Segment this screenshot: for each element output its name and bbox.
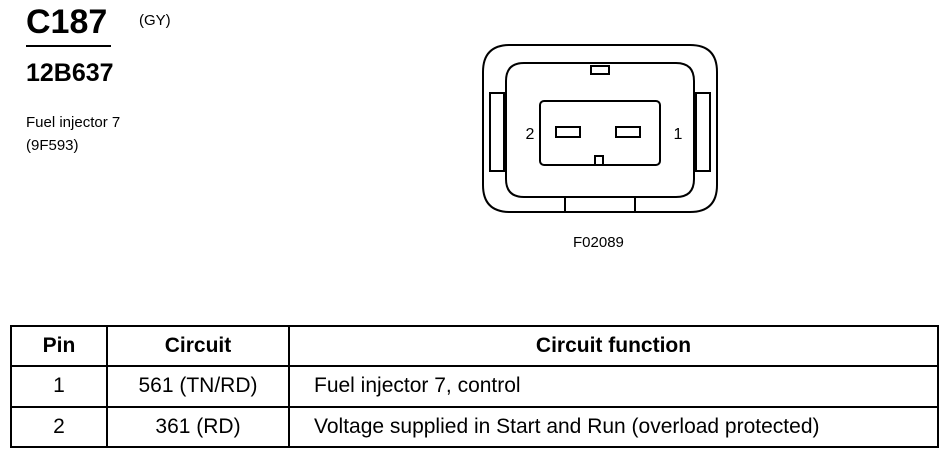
figure-code: F02089 — [573, 234, 624, 251]
connector-id: C187 — [26, 3, 108, 41]
pin-table: Pin Circuit Circuit function 1 561 (TN/R… — [10, 325, 939, 448]
header-circuit-function: Circuit function — [288, 325, 939, 367]
cell-circuit: 361 (RD) — [106, 405, 290, 448]
table-row: 2 361 (RD) Voltage supplied in Start and… — [10, 405, 939, 448]
connector-inner-shell — [505, 62, 695, 198]
cell-circuit: 561 (TN/RD) — [106, 365, 290, 408]
pin-2-terminal — [555, 126, 581, 138]
component-name: Fuel injector 7 — [26, 114, 121, 131]
connector-right-tab — [695, 92, 711, 172]
component-code: (9F593) — [26, 137, 79, 154]
connector-color: (GY) — [139, 12, 171, 29]
connector-left-tab — [489, 92, 505, 172]
connector-top-latch — [590, 65, 610, 75]
connector-outer-shell — [482, 44, 718, 213]
header-pin: Pin — [10, 325, 108, 367]
table-header-row: Pin Circuit Circuit function — [10, 325, 939, 367]
cell-function: Voltage supplied in Start and Run (overl… — [288, 405, 939, 448]
part-number: 12B637 — [26, 59, 114, 87]
connector-key — [594, 155, 604, 166]
table-row: 1 561 (TN/RD) Fuel injector 7, control — [10, 365, 939, 408]
cell-pin: 1 — [10, 365, 108, 408]
pin-1-label: 1 — [674, 126, 683, 143]
pin-2-label: 2 — [526, 126, 535, 143]
connector-face-diagram: 2 1 — [482, 44, 718, 213]
header-circuit: Circuit — [106, 325, 290, 367]
cell-function: Fuel injector 7, control — [288, 365, 939, 408]
title-rule — [26, 45, 111, 47]
cell-pin: 2 — [10, 405, 108, 448]
pin-1-terminal — [615, 126, 641, 138]
